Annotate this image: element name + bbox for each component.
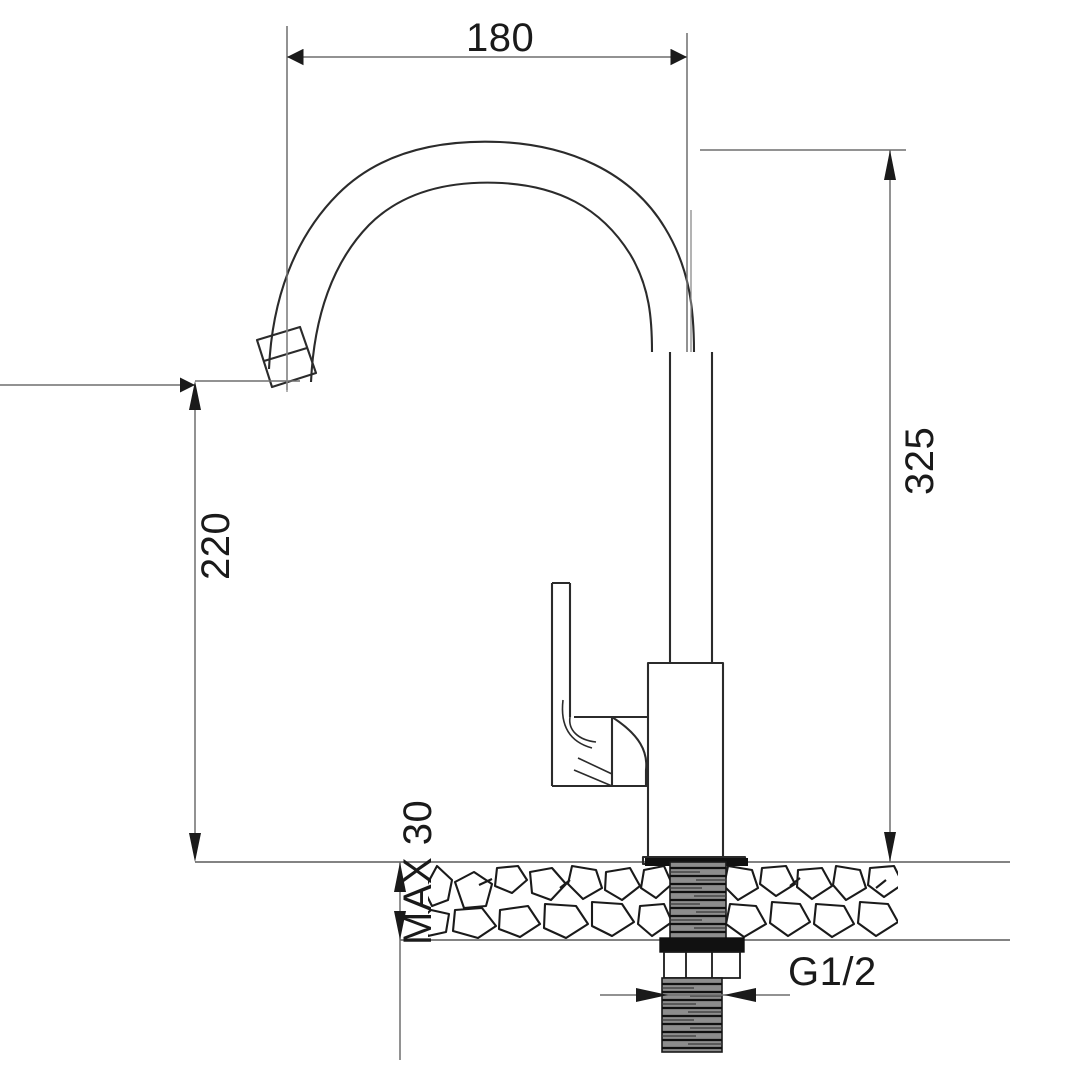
countertop-stone-hatch: [428, 864, 898, 940]
cartridge-housing: [574, 715, 648, 788]
lever-handle: [550, 581, 613, 788]
mounting-nut: [663, 951, 741, 979]
threaded-shank-lower: [661, 977, 723, 1053]
dimension-label-spout-reach: 180: [466, 16, 535, 60]
dimension-220: [0, 377, 300, 862]
dimension-label-thread-size: G1/2: [788, 950, 877, 994]
aerator: [255, 325, 318, 389]
centerlines: [286, 210, 692, 392]
mounting-washer: [659, 937, 745, 953]
body-column: [646, 352, 725, 859]
faucet-outline: [255, 140, 747, 866]
dimension-max30: [394, 862, 406, 1060]
dimension-180: [286, 26, 688, 390]
dimension-lines: [0, 26, 906, 1060]
gooseneck-spout: [267, 140, 696, 383]
mounting-assembly: [645, 858, 748, 1053]
dimension-label-total-height: 325: [898, 426, 942, 495]
threaded-shank-upper: [669, 861, 727, 941]
dimension-label-spout-height: 220: [194, 511, 238, 580]
dimension-g12: [600, 988, 790, 1002]
countertop: [195, 861, 1010, 941]
dimension-label-counter-thickness: MAX 30: [396, 799, 440, 945]
dimension-325: [700, 149, 906, 862]
